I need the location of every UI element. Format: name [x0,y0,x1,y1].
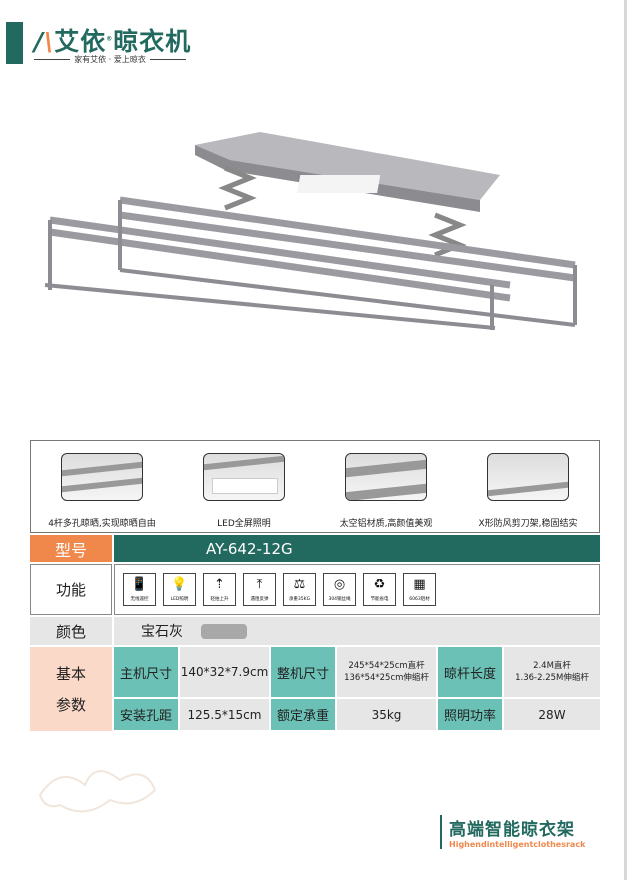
param-key: 主机尺寸 [114,647,178,697]
tagline-cn: 高端智能晾衣架 [449,820,575,840]
rebound-icon: ⤒ [256,577,263,592]
page-edge [624,0,627,880]
color-swatch [201,623,247,639]
product-image [44,132,577,330]
feature-strip: 4杆多孔晾晒,实现晾晒自由 LED全屏照明 太空铝材质,高颜值美观 X形防风剪刀… [30,440,600,533]
feature-caption: LED全屏照明 [217,519,271,529]
feature-item: LED全屏照明 [173,453,315,532]
remote-icon: 📱 [131,577,148,592]
param-key: 安装孔距 [114,699,178,730]
function-item: ▦ 6063铝材 [403,573,436,606]
function-item: ⤒ 遇阻反弹 [243,573,276,606]
function-item-label: 6063铝材 [409,597,430,602]
feature-caption: 4杆多孔晾晒,实现晾晒自由 [48,519,156,529]
feature-caption: 太空铝材质,高颜值美观 [339,519,433,529]
weight-icon: ⚖ [293,577,306,592]
function-item: ◎ 304钢丝绳 [323,573,356,606]
param-key: 整机尺寸 [271,647,335,697]
led-panel-thumbnail [203,453,285,501]
params-label: 基本参数 [30,647,112,731]
function-item-label: 遇阻反弹 [250,597,269,602]
function-item-label: 节能省电 [370,597,389,602]
feature-item: 太空铝材质,高颜值美观 [315,453,457,532]
params-section: 基本参数 主机尺寸 140*32*7.9cm 整机尺寸 245*54*25cm直… [30,647,600,731]
function-item: ♻ 节能省电 [363,573,396,606]
param-value: 245*54*25cm直杆 136*54*25cm伸缩杆 [337,647,436,697]
function-item-label: 无线遥控 [130,597,149,602]
aluminum-bar-thumbnail [345,453,427,501]
param-key: 照明功率 [438,699,502,730]
param-key: 晾杆长度 [438,647,502,697]
rack-thumbnail [61,453,143,501]
param-value: 140*32*7.9cm [180,647,269,697]
cloud-pattern [38,770,157,813]
function-item: ⚖ 承重35KG [283,573,316,606]
scissor-arm-thumbnail [487,453,569,501]
model-value: AY-642-12G [114,535,600,562]
function-item: ⇡ 轻拍上升 [203,573,236,606]
brand-logo: /\艾依®晾衣机 [34,27,192,56]
tagline-en: Highendintelligentclothesrack [449,840,586,849]
feature-caption: X形防风剪刀架,稳固结实 [478,519,578,529]
hand-up-icon: ⇡ [214,577,225,592]
feature-item: X形防风剪刀架,稳固结实 [457,453,599,532]
param-value: 35kg [337,699,436,730]
function-item-label: 304钢丝绳 [328,597,351,602]
color-row: 颜色 宝石灰 [30,617,600,645]
color-label: 颜色 [30,617,112,645]
param-value: 28W [504,699,600,730]
feature-item: 4杆多孔晾晒,实现晾晒自由 [31,453,173,532]
function-item: 💡 LED照明 [163,573,196,606]
function-row: 功能 📱 无线遥控 💡 LED照明 ⇡ 轻拍上升 ⤒ 遇阻反弹 ⚖ 承重35KG ◎ 304钢丝绳 ♻ 节… [30,564,600,615]
logo-accent-bar [6,22,23,64]
model-row: 型号 AY-642-12G [30,535,600,562]
aluminum-icon: ▦ [413,577,426,592]
function-item-label: LED照明 [170,597,189,602]
param-value: 125.5*15cm [180,699,269,730]
function-label: 功能 [30,564,112,615]
recycle-icon: ♻ [373,577,386,592]
led-icon: 💡 [171,577,188,592]
function-icons: 📱 无线遥控 💡 LED照明 ⇡ 轻拍上升 ⤒ 遇阻反弹 ⚖ 承重35KG ◎ 304钢丝绳 ♻ 节能省电… [114,564,600,615]
function-item-label: 承重35KG [288,597,311,602]
param-key: 额定承重 [271,699,335,730]
tagline: 高端智能晾衣架 Highendintelligentclothesrack [440,815,585,849]
color-value: 宝石灰 [141,624,183,640]
function-item-label: 轻拍上升 [210,597,229,602]
brand-slogan: 家有艾依 · 爱上晾衣 [34,54,187,65]
function-item: 📱 无线遥控 [123,573,156,606]
model-label: 型号 [30,535,112,562]
steel-wire-icon: ◎ [333,577,346,592]
param-value: 2.4M直杆 1.36-2.25M伸缩杆 [504,647,600,697]
